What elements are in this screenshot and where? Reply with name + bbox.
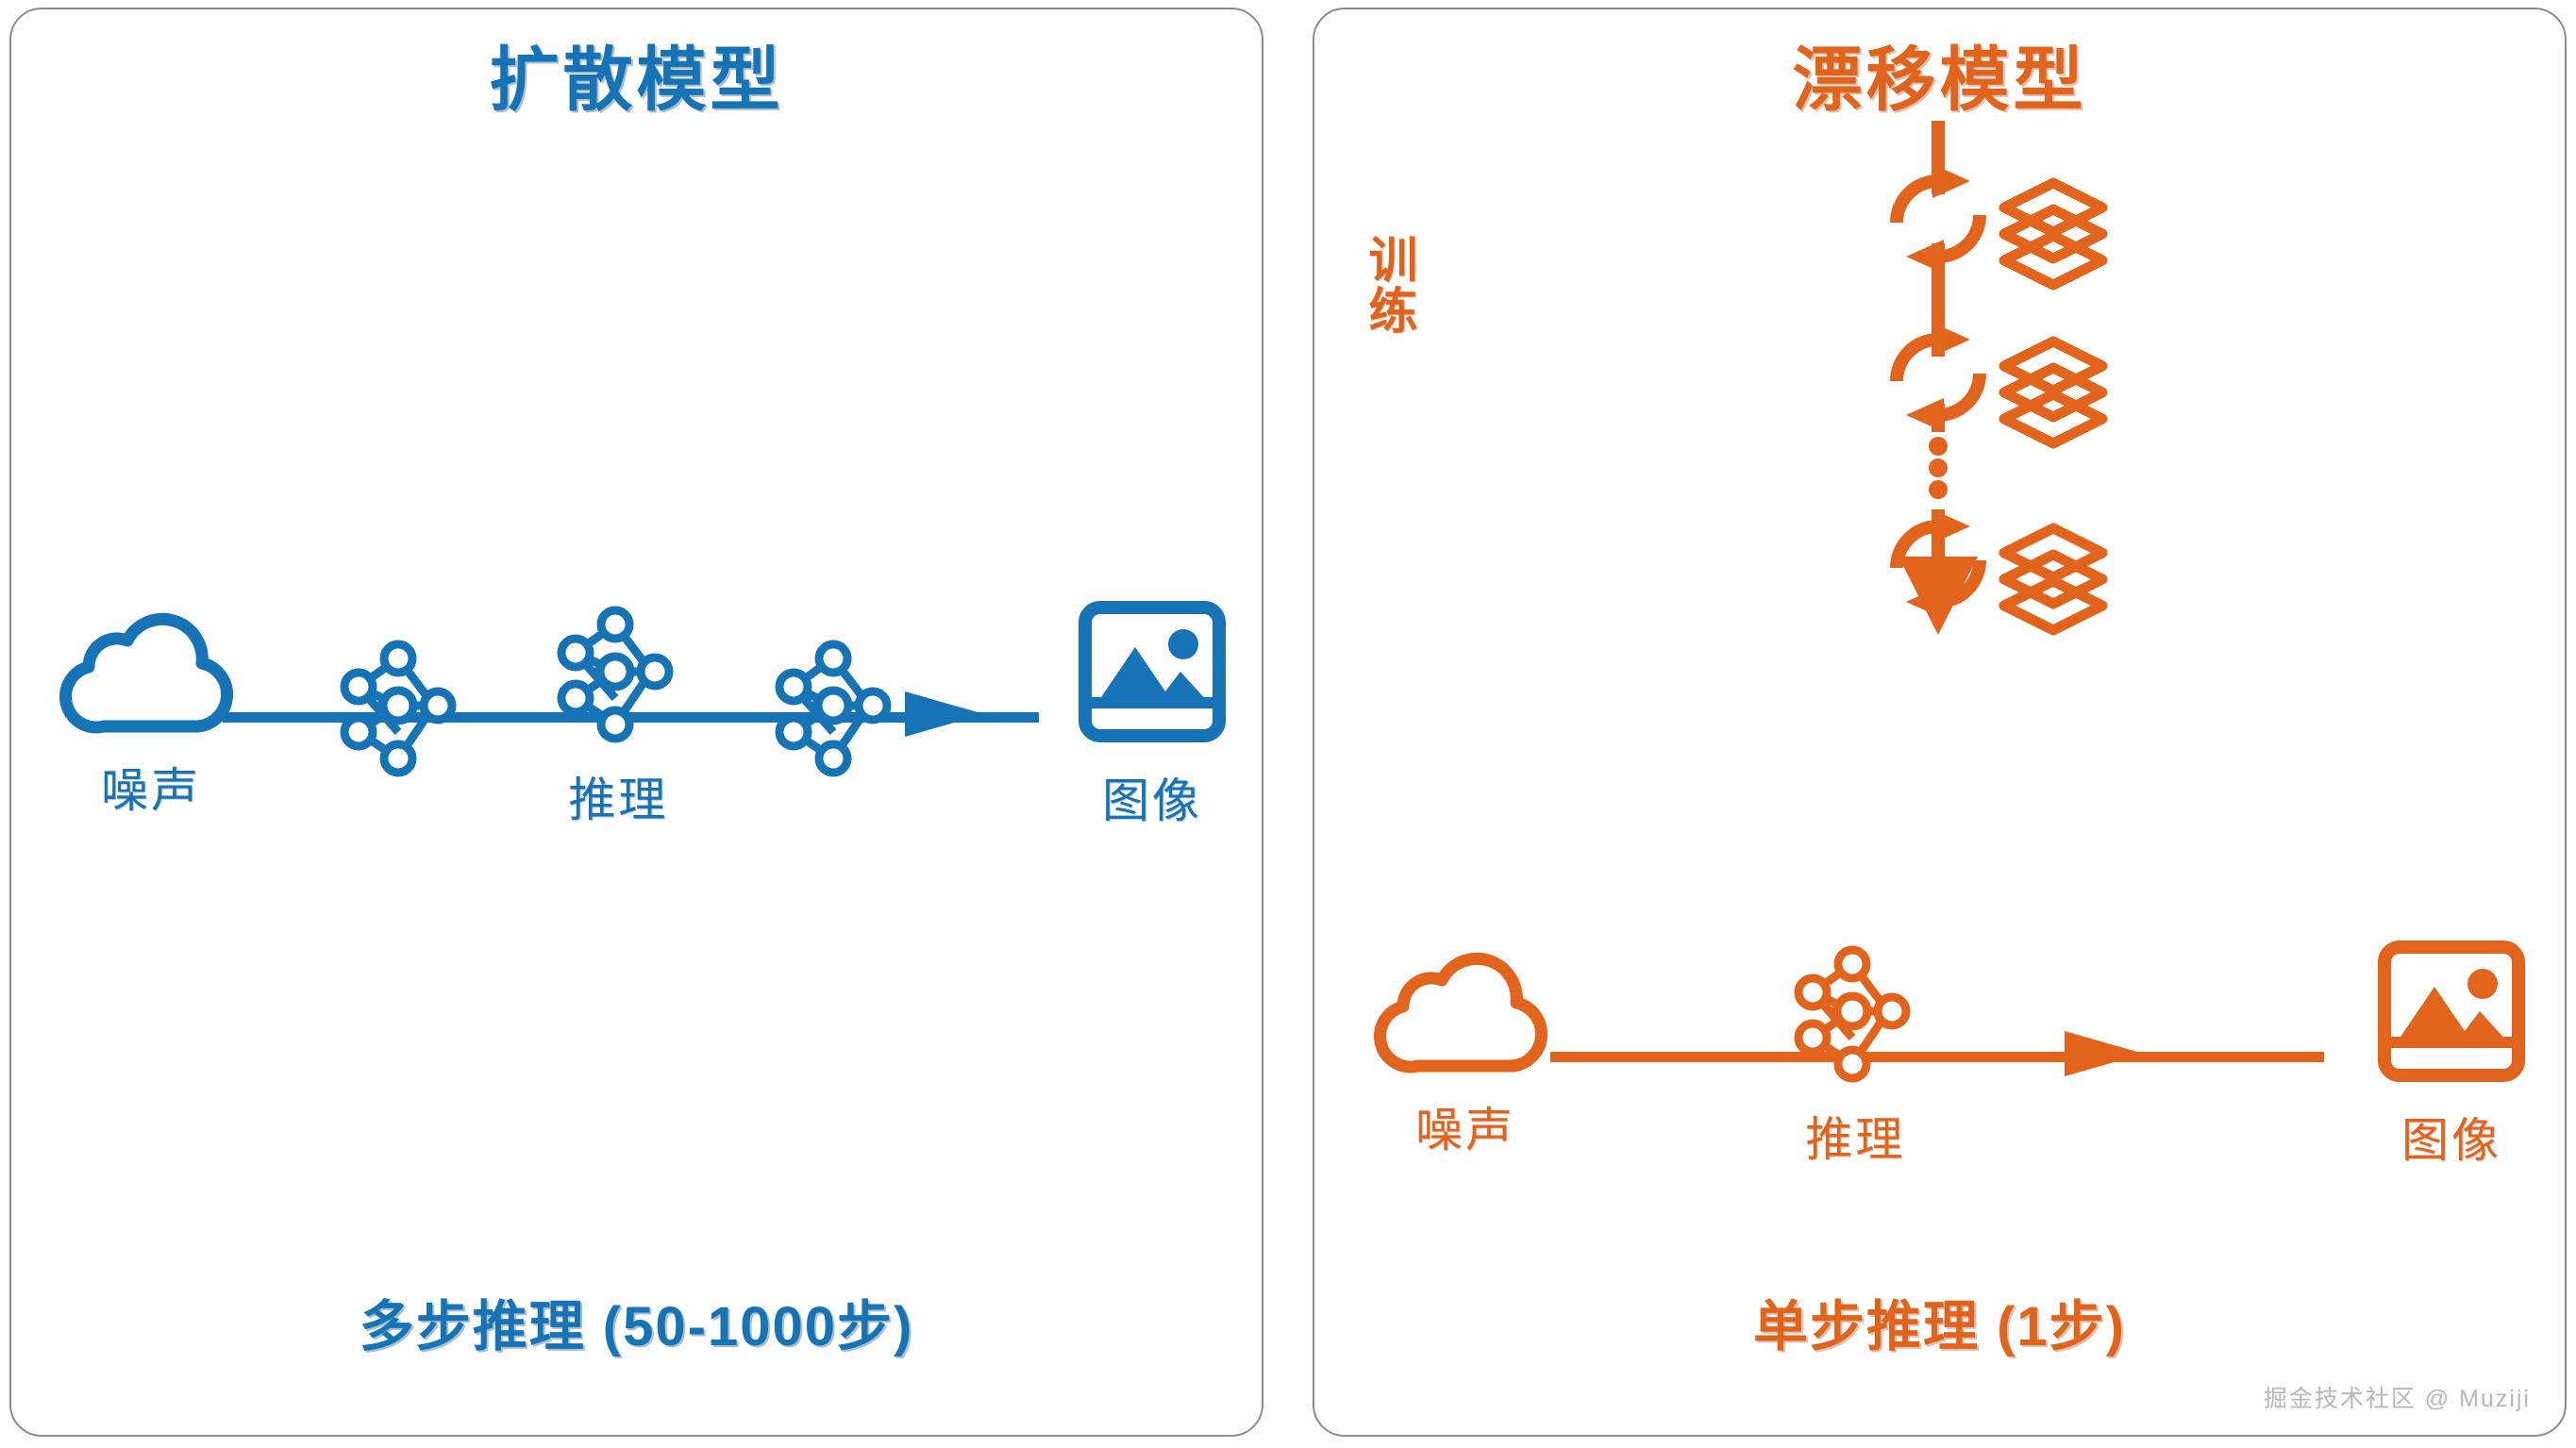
training-label: 训练 <box>1361 234 1415 336</box>
pipeline-node-label: 图像 <box>2400 1114 2501 1167</box>
image-icon <box>2376 940 2527 1086</box>
pipeline-node-net-2: 推理 <box>557 604 679 830</box>
pipeline-node-label: 图像 <box>1101 774 1202 827</box>
cloud-icon <box>57 612 245 736</box>
pipeline-rail <box>1550 1052 2324 1062</box>
panel-footer-flow: 单步推理 (1步) <box>1752 1296 2126 1357</box>
neural-network-icon <box>775 638 897 779</box>
panel-title-flow: 漂移模型 <box>1792 41 2087 119</box>
pipeline-arrow <box>2061 986 2148 1127</box>
image-icon <box>1077 601 1228 746</box>
right-arrow-icon <box>2061 986 2148 1127</box>
neural-network-icon <box>1794 943 1916 1085</box>
panel-title-diffusion: 扩散模型 <box>489 41 784 119</box>
flow-pipeline: 噪声 <box>1371 940 2527 1167</box>
pipeline-node-image: 图像 <box>2376 940 2527 1171</box>
pipeline-node-net: 推理 <box>1794 943 1916 1170</box>
pipeline-node-noise: 噪声 <box>1371 952 1560 1160</box>
training-loop-column <box>1676 121 2204 636</box>
panel-footer-diffusion: 多步推理 (50-1000步) <box>359 1296 914 1357</box>
diffusion-pipeline: 噪声 <box>57 601 1228 827</box>
pipeline-node-image: 图像 <box>1077 601 1228 831</box>
pipeline-node-noise: 噪声 <box>57 612 245 821</box>
pipeline-node-net-3 <box>775 638 897 796</box>
neural-network-icon <box>340 638 462 779</box>
panel-flow-model: 漂移模型 <box>1313 8 2567 1437</box>
neural-network-icon <box>557 604 679 745</box>
pipeline-arrow <box>901 646 988 788</box>
pipeline-node-label: 噪声 <box>101 764 201 817</box>
watermark-text: 掘金技术社区 @ Muziji <box>2263 1386 2531 1412</box>
panel-diffusion-model: 扩散模型 噪声 <box>9 8 1263 1437</box>
pipeline-node-net-1 <box>340 638 462 796</box>
cloud-icon <box>1371 952 1560 1075</box>
pipeline-node-label: 推理 <box>568 774 669 826</box>
pipeline-node-label: 噪声 <box>1415 1104 1515 1157</box>
pipeline-node-label: 推理 <box>1805 1113 1906 1166</box>
right-arrow-icon <box>901 646 988 788</box>
